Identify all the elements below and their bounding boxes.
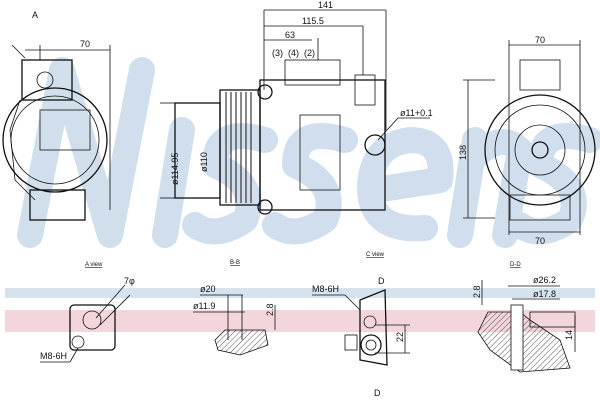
detail-dd-dia-26-2: ø26.2 [533, 275, 556, 285]
dim-right-height: 138 [458, 145, 468, 160]
detail-c-title: C view [366, 252, 385, 258]
detail-c-thread: M8-6H [312, 284, 339, 294]
detail-section-b-b: B-B ø20 ø11.9 2.8 [193, 260, 276, 356]
detail-c-section-top: D [378, 276, 385, 286]
detail-c-height: 22 [395, 332, 405, 342]
dim-115-5: 115.5 [302, 16, 324, 26]
detail-bb-depth: 2.8 [265, 303, 275, 316]
detail-a-angle: 7φ [124, 276, 135, 286]
marker-a: A [32, 10, 38, 20]
dim-left-width: 70 [80, 39, 90, 49]
watermark [5, 57, 600, 332]
compressor-side-view: 141 115.5 63 (3) (4) (2) ø114.95 ø110 ø1… [160, 0, 433, 215]
detail-dd-title: D-D [510, 262, 521, 268]
detail-c-section-bottom: D [374, 388, 381, 398]
dim-pulley-outer: ø114.95 [170, 153, 180, 185]
compressor-front-view-right: 70 138 70 [458, 35, 596, 246]
dim-right-width-top: 70 [535, 35, 545, 45]
detail-bb-title: B-B [230, 260, 240, 266]
detail-section-d-d: D-D ø26.2 ø17.8 2.8 14 [472, 262, 576, 373]
dim-63: 63 [285, 30, 295, 40]
dim-pulley-inner: ø110 [199, 152, 209, 172]
detail-dd-depth: 2.8 [472, 285, 482, 298]
callout-4: (4) [288, 48, 299, 58]
detail-dd-dia-17-8: ø17.8 [533, 289, 556, 299]
dim-141: 141 [318, 0, 333, 10]
detail-dd-height: 14 [564, 330, 574, 340]
compressor-front-view-left: 70 A [2, 10, 111, 221]
dim-port-dia: ø11+0.1 [400, 108, 433, 118]
detail-a-title: A view [85, 262, 103, 268]
detail-bb-dia-20: ø20 [200, 284, 216, 294]
detail-c-view: C view D D M8-6H 22 [312, 252, 410, 398]
watermark-logo-graphic [17, 57, 600, 248]
dim-right-width-bottom: 70 [535, 236, 545, 246]
callout-2: (2) [304, 48, 315, 58]
callout-3: (3) [272, 48, 283, 58]
watermark-stripe-red [5, 310, 595, 332]
watermark-stripe-blue [5, 288, 595, 298]
detail-a-thread: M8-6H [40, 351, 67, 361]
detail-a-view: A view 7φ M8-6H [40, 262, 135, 363]
detail-bb-dia-11-9: ø11.9 [193, 301, 215, 311]
